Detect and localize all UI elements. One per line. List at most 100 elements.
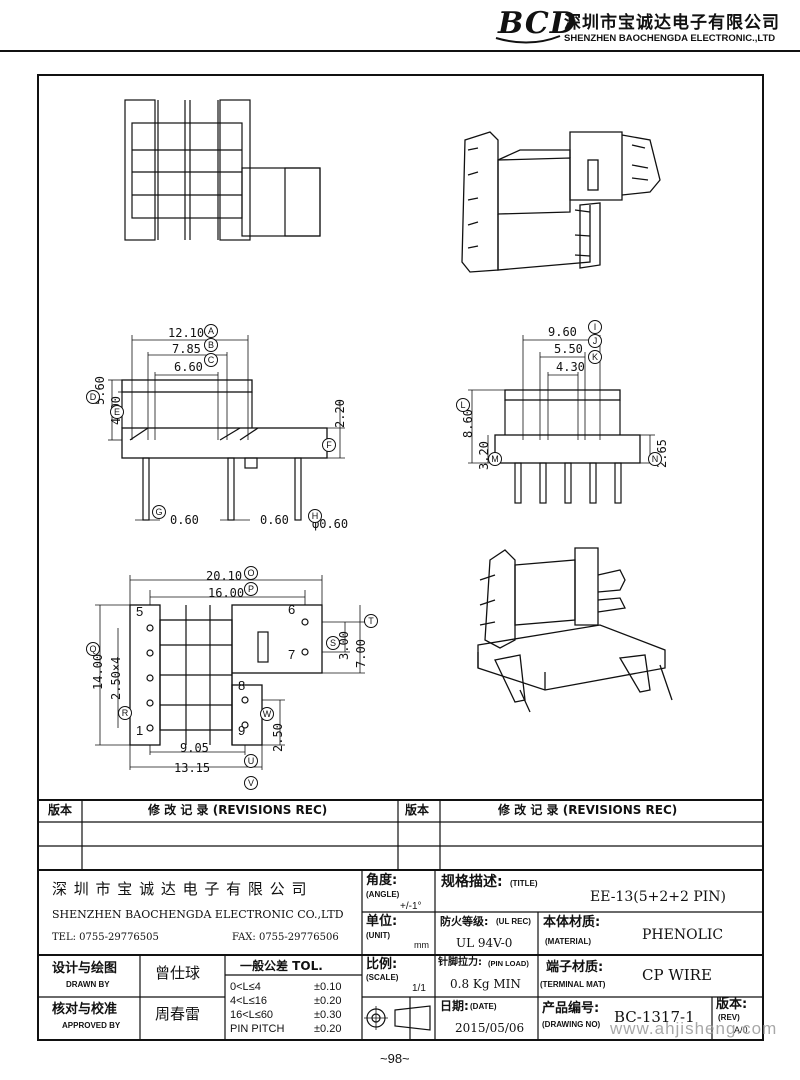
date-label: 日期:: [440, 999, 469, 1013]
dim-c: 6.60: [174, 360, 203, 374]
dim-r: 2.50×4: [109, 656, 123, 700]
drawing-no-label: 产品编号:: [542, 1001, 600, 1016]
ref-marker-m: M: [488, 452, 502, 466]
ref-marker-o: O: [244, 566, 258, 580]
top-view: [124, 99, 321, 241]
front-view: [468, 335, 655, 504]
dim-a: 12.10: [168, 326, 205, 340]
ref-marker-b: B: [204, 338, 218, 352]
ref-marker-k: K: [588, 350, 602, 364]
dim-g2: 0.60: [260, 513, 289, 527]
ref-marker-v: V: [244, 776, 258, 790]
dim-h: φ0.60: [312, 517, 349, 531]
title-label: 规格描述:: [441, 874, 503, 890]
page-number: ~98~: [380, 1051, 410, 1066]
tb-fax: FAX: 0755-29776506: [232, 932, 339, 943]
rev-col-version-left: 版本: [48, 803, 73, 817]
ul-rec-label-en: (UL REC): [496, 917, 531, 926]
header-company-cn: 深圳市宝诚达电子有限公司: [564, 13, 780, 33]
logo-swoosh: [495, 35, 561, 44]
terminal-label: 端子材质:: [546, 960, 604, 975]
pin-label-1: 1: [136, 723, 144, 738]
ref-marker-j: J: [588, 334, 602, 348]
tolerance-value: ±0.20: [314, 995, 342, 1007]
ref-marker-n: N: [648, 452, 662, 466]
tolerance-range: 4<L≤16: [230, 995, 267, 1007]
bottom-view: [95, 575, 365, 770]
ref-marker-l: L: [456, 398, 470, 412]
scale-label: 比例:: [366, 957, 398, 972]
tolerance-range: 16<L≤60: [230, 1009, 274, 1021]
drawing-no-label-en: (DRAWING NO): [542, 1020, 601, 1029]
tolerance-value: ±0.30: [314, 1009, 342, 1021]
pin-load-value: 0.8 Kg MIN: [450, 977, 521, 991]
unit-label-en: (UNIT): [366, 931, 390, 940]
angle-value: +/-1°: [400, 901, 422, 912]
title-value: EE-13(5+2+2 PIN): [590, 889, 727, 905]
scale-value: 1/1: [412, 983, 426, 994]
ref-marker-i: I: [588, 320, 602, 334]
ref-marker-r: R: [118, 706, 132, 720]
drawn-by-value: 曾仕球: [155, 964, 201, 982]
company-logo: BCD: [498, 6, 577, 41]
terminal-label-en: (TERMINAL MAT): [540, 980, 606, 989]
rev-value: A/0: [734, 1025, 748, 1035]
tb-company-cn: 深 圳 市 宝 诚 达 电 子 有 限 公 司: [52, 880, 308, 898]
angle-label-en: (ANGLE): [366, 890, 400, 899]
dim-i: 9.60: [548, 325, 577, 339]
title-block: [38, 870, 763, 1040]
unit-value: mm: [414, 940, 429, 950]
dim-o: 20.10: [206, 569, 243, 583]
logo-text: BCD: [498, 6, 577, 41]
ref-marker-a: A: [204, 324, 218, 338]
pin-label-9: 9: [238, 723, 246, 738]
ref-marker-f: F: [322, 438, 336, 452]
side-view: [108, 335, 345, 521]
unit-label: 单位:: [366, 914, 398, 929]
tb-tel: TEL: 0755-29776505: [52, 932, 159, 943]
dim-p: 16.00: [208, 586, 245, 600]
pin-load-label-en: (PIN LOAD): [488, 959, 529, 968]
ref-marker-p: P: [244, 582, 258, 596]
ref-marker-t: T: [364, 614, 378, 628]
iso-view-bottom: [477, 547, 673, 713]
tolerance-value: ±0.20: [314, 1023, 342, 1035]
rev-col-record-left: 修 改 记 录 (REVISIONS REC): [148, 803, 328, 817]
date-label-en: (DATE): [470, 1002, 497, 1011]
tolerance-range: PIN PITCH: [230, 1023, 285, 1035]
approved-by-label: 核对与校准: [52, 1002, 118, 1017]
approved-by-value: 周春雷: [155, 1005, 201, 1023]
dim-l: 8.60: [461, 409, 475, 438]
dim-t: 7.00: [354, 639, 368, 668]
drawing-no-value: BC-1317-1: [614, 1008, 695, 1026]
iso-view-top: [461, 131, 661, 273]
dim-q: 14.00: [91, 653, 105, 690]
ref-marker-c: C: [204, 353, 218, 367]
rev-label-en: (REV): [718, 1013, 740, 1022]
tolerance-value: ±0.10: [314, 981, 342, 993]
ref-marker-s: S: [326, 636, 340, 650]
dim-g: 0.60: [170, 513, 199, 527]
header: BCD 深圳市宝诚达电子有限公司 SHENZHEN BAOCHENGDA ELE…: [0, 0, 800, 60]
dim-k: 4.30: [556, 360, 585, 374]
drawn-by-label-en: DRAWN BY: [66, 980, 110, 989]
pin-load-label: 针脚拉力:: [438, 957, 482, 968]
dim-w: 2.50: [271, 723, 285, 752]
date-value: 2015/05/06: [455, 1021, 525, 1035]
ul-rec-label: 防火等级:: [440, 915, 489, 928]
rev-col-record-right: 修 改 记 录 (REVISIONS REC): [498, 803, 678, 817]
watermark: www.ahjisheng.com: [610, 1019, 778, 1038]
dim-u: 9.05: [180, 741, 209, 755]
material-label-en: (MATERIAL): [545, 937, 592, 946]
ref-marker-w: W: [260, 707, 274, 721]
ref-marker-g: G: [152, 505, 166, 519]
header-company-en: SHENZHEN BAOCHENGDA ELECTRONIC.,LTD: [564, 33, 776, 44]
tolerance-title: 一般公差 TOL.: [240, 959, 323, 973]
ref-marker-q: Q: [86, 642, 100, 656]
material-value: PHENOLIC: [642, 927, 724, 943]
terminal-value: CP WIRE: [642, 966, 712, 984]
scale-label-en: (SCALE): [366, 973, 399, 982]
rev-col-version-right: 版本: [405, 803, 430, 817]
tb-company-en: SHENZHEN BAOCHENGDA ELECTRONIC CO.,LTD: [52, 908, 344, 921]
pin-label-7: 7: [288, 647, 296, 662]
